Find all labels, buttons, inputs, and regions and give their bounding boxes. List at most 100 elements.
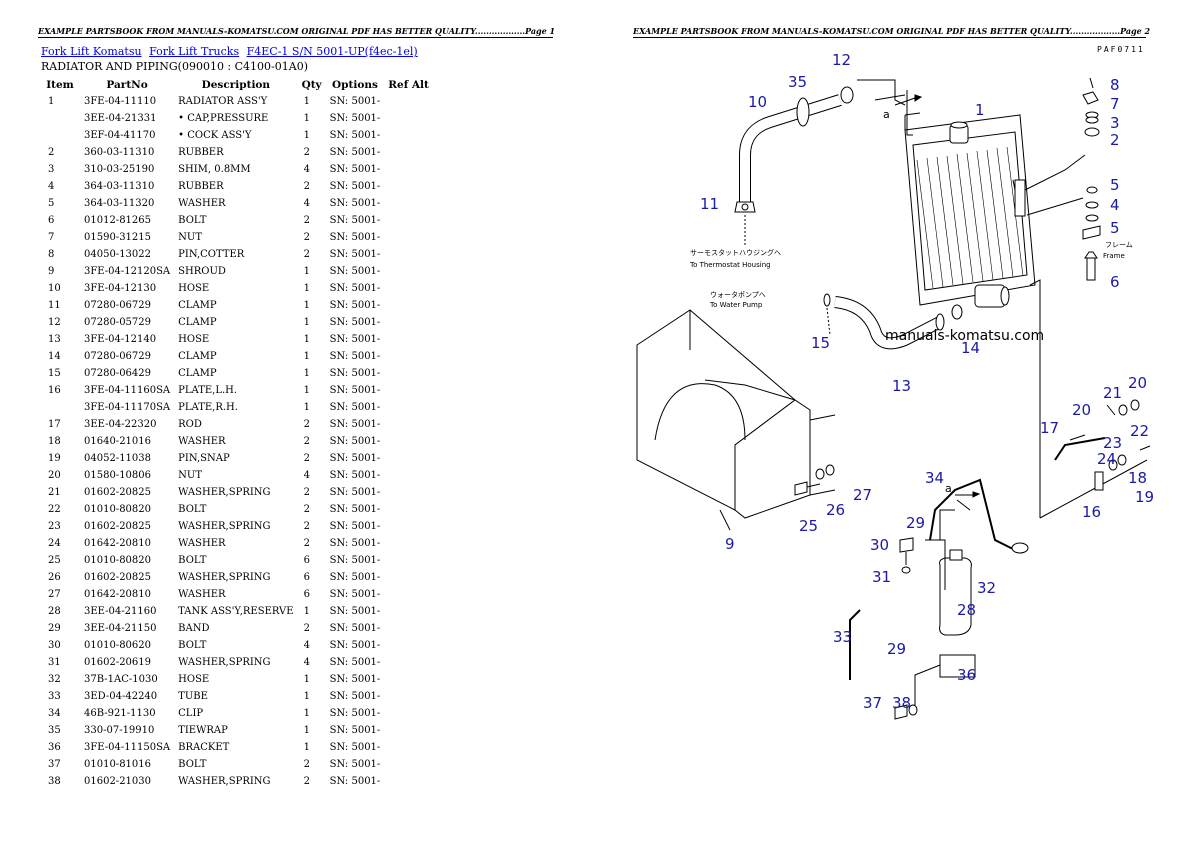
cell-qty: 2 <box>303 419 310 430</box>
cell-options: SN: 5001- <box>329 453 381 464</box>
cell-partno: 364-03-11320 <box>84 198 155 209</box>
callout-12: 12 <box>832 51 851 69</box>
cell-qty: 1 <box>303 708 310 719</box>
cell-ref-alt <box>384 688 433 705</box>
callout-28: 28 <box>957 601 976 619</box>
cell-ref-alt <box>384 518 433 535</box>
callout-20: 20 <box>1072 401 1091 419</box>
breadcrumb-link-brand[interactable]: Fork Lift Komatsu <box>41 45 142 58</box>
cell-ref-alt <box>384 671 433 688</box>
cell-partno: 46B-921-1130 <box>84 708 156 719</box>
cell-options: SN: 5001- <box>329 776 381 787</box>
cell-item: 32 <box>48 674 61 685</box>
cell-options: SN: 5001- <box>329 113 381 124</box>
cell-options: SN: 5001- <box>329 504 381 515</box>
cell-item: 27 <box>48 589 61 600</box>
cell-qty: 2 <box>303 215 310 226</box>
cell-item: 24 <box>48 538 61 549</box>
cell-options: SN: 5001- <box>329 708 381 719</box>
cell-partno: 3EE-04-22320 <box>84 419 157 430</box>
page-header: EXAMPLE PARTSBOOK FROM MANUALS-KOMATSU.C… <box>38 26 556 38</box>
cell-description: BOLT <box>178 640 207 651</box>
breadcrumb-link-model[interactable]: F4EC-1 S/N 5001-UP(f4ec-1el) <box>246 45 418 58</box>
cell-description: HOSE <box>178 283 210 294</box>
cell-options: SN: 5001- <box>329 232 381 243</box>
cell-qty: 1 <box>303 130 310 141</box>
callout-29b: 29 <box>887 640 906 658</box>
cell-ref-alt <box>384 348 433 365</box>
cell-ref-alt <box>384 127 433 144</box>
cell-ref-alt <box>384 263 433 280</box>
cell-item: 31 <box>48 657 61 668</box>
cell-partno: 364-03-11310 <box>84 181 155 192</box>
cell-description: WASHER,SPRING <box>178 657 271 668</box>
cell-description: PIN,SNAP <box>178 453 230 464</box>
cell-qty: 2 <box>303 521 310 532</box>
cell-description: SHIM, 0.8MM <box>178 164 251 175</box>
cell-description: CLAMP <box>178 317 217 328</box>
column-header-qty: Qty <box>301 79 322 91</box>
cell-partno: 3EE-04-21150 <box>84 623 157 634</box>
breadcrumb-link-category[interactable]: Fork Lift Trucks <box>149 45 240 58</box>
cell-item: 13 <box>48 334 61 345</box>
cell-ref-alt <box>384 773 433 790</box>
cell-options: SN: 5001- <box>329 589 381 600</box>
cell-item: 7 <box>48 232 55 243</box>
callout-9: 9 <box>725 535 735 553</box>
cell-ref-alt <box>384 620 433 637</box>
cell-description: WASHER <box>178 436 226 447</box>
cell-options: SN: 5001- <box>329 368 381 379</box>
cell-partno: 330-07-19910 <box>84 725 155 736</box>
note-pump-jp: ウォータポンプへ <box>710 290 766 299</box>
cell-description: • CAP,PRESSURE <box>178 113 269 124</box>
cell-description: RUBBER <box>178 147 224 158</box>
cell-options: SN: 5001- <box>329 300 381 311</box>
callout-21: 21 <box>1103 384 1122 402</box>
cell-item: 3 <box>48 164 55 175</box>
upper-hose-drawing <box>734 79 906 245</box>
callout-30: 30 <box>870 536 889 554</box>
cell-item: 37 <box>48 759 61 770</box>
cell-options: SN: 5001- <box>329 606 381 617</box>
table-header-row: Item PartNo Description Qty Options Ref … <box>40 77 433 93</box>
cell-ref-alt <box>384 280 433 297</box>
cell-partno: 3FE-04-11160SA <box>84 385 171 396</box>
cell-partno: 3ED-04-42240 <box>84 691 158 702</box>
cell-partno: 04052-11038 <box>84 453 152 464</box>
callout-34: 34 <box>925 469 944 487</box>
reference-arrow-a-upper: a <box>883 94 923 121</box>
note-thermostat-en: To Thermostat Housing <box>689 261 771 269</box>
callout-29: 29 <box>906 514 925 532</box>
cell-partno: 360-03-11310 <box>84 147 155 158</box>
cell-qty: 1 <box>303 351 310 362</box>
cell-ref-alt <box>384 246 433 263</box>
cell-options: SN: 5001- <box>329 266 381 277</box>
page-header: EXAMPLE PARTSBOOK FROM MANUALS-KOMATSU.C… <box>633 26 1151 38</box>
cell-partno: 07280-05729 <box>84 317 152 328</box>
cell-ref-alt <box>384 178 433 195</box>
cell-options: SN: 5001- <box>329 487 381 498</box>
cell-partno: 07280-06429 <box>84 368 152 379</box>
cell-qty: 1 <box>303 385 310 396</box>
cell-description: CLAMP <box>178 300 217 311</box>
cell-item: 25 <box>48 555 61 566</box>
cell-ref-alt <box>384 739 433 756</box>
cell-ref-alt <box>384 297 433 314</box>
cell-description: BRACKET <box>178 742 230 753</box>
cell-item: 10 <box>48 283 61 294</box>
cell-ref-alt <box>384 637 433 654</box>
cell-qty: 1 <box>303 725 310 736</box>
callout-17: 17 <box>1040 419 1059 437</box>
callout-20b: 20 <box>1128 374 1147 392</box>
cell-ref-alt <box>384 144 433 161</box>
cell-item: 15 <box>48 368 61 379</box>
